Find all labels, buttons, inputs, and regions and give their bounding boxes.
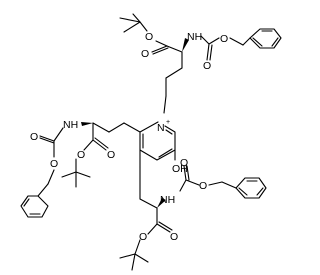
left-carbamate-oxygen-label: O — [50, 158, 58, 170]
right-carbamate-carbonyl-oxygen-label: O — [180, 157, 188, 169]
right-chain-labels: NH O O O O — [139, 157, 207, 243]
left-ester-oxygen-label: O — [77, 149, 85, 161]
top-ester-oxygen-label: O — [145, 31, 153, 43]
top-chain-labels: O O NH O O — [141, 31, 228, 72]
left-side-chain — [20, 122, 141, 218]
right-ester-oxygen-label: O — [139, 231, 147, 243]
pyridinium-nitrogen-label: N — [157, 122, 165, 134]
left-chain-labels: NH O O O O — [30, 119, 115, 170]
top-carbonyl-oxygen-label: O — [141, 48, 149, 60]
right-nh-label: NH — [160, 194, 175, 206]
top-side-chain — [119, 13, 282, 114]
chemical-structure-diagram: O O NH O O N + OH — [20, 13, 282, 271]
top-carbamate-oxygen-label: O — [220, 33, 228, 45]
top-nh-label: NH — [187, 31, 202, 43]
right-side-chain — [119, 149, 267, 271]
positive-charge-label: + — [166, 119, 170, 126]
left-carbamate-carbonyl-oxygen-label: O — [30, 131, 38, 143]
left-nh-label: NH — [63, 119, 78, 131]
left-carbonyl-oxygen-label: O — [107, 149, 115, 161]
right-carbamate-oxygen-label: O — [199, 180, 207, 192]
right-carbonyl-oxygen-label: O — [170, 231, 178, 243]
top-carbamate-carbonyl-oxygen-label: O — [203, 60, 211, 72]
